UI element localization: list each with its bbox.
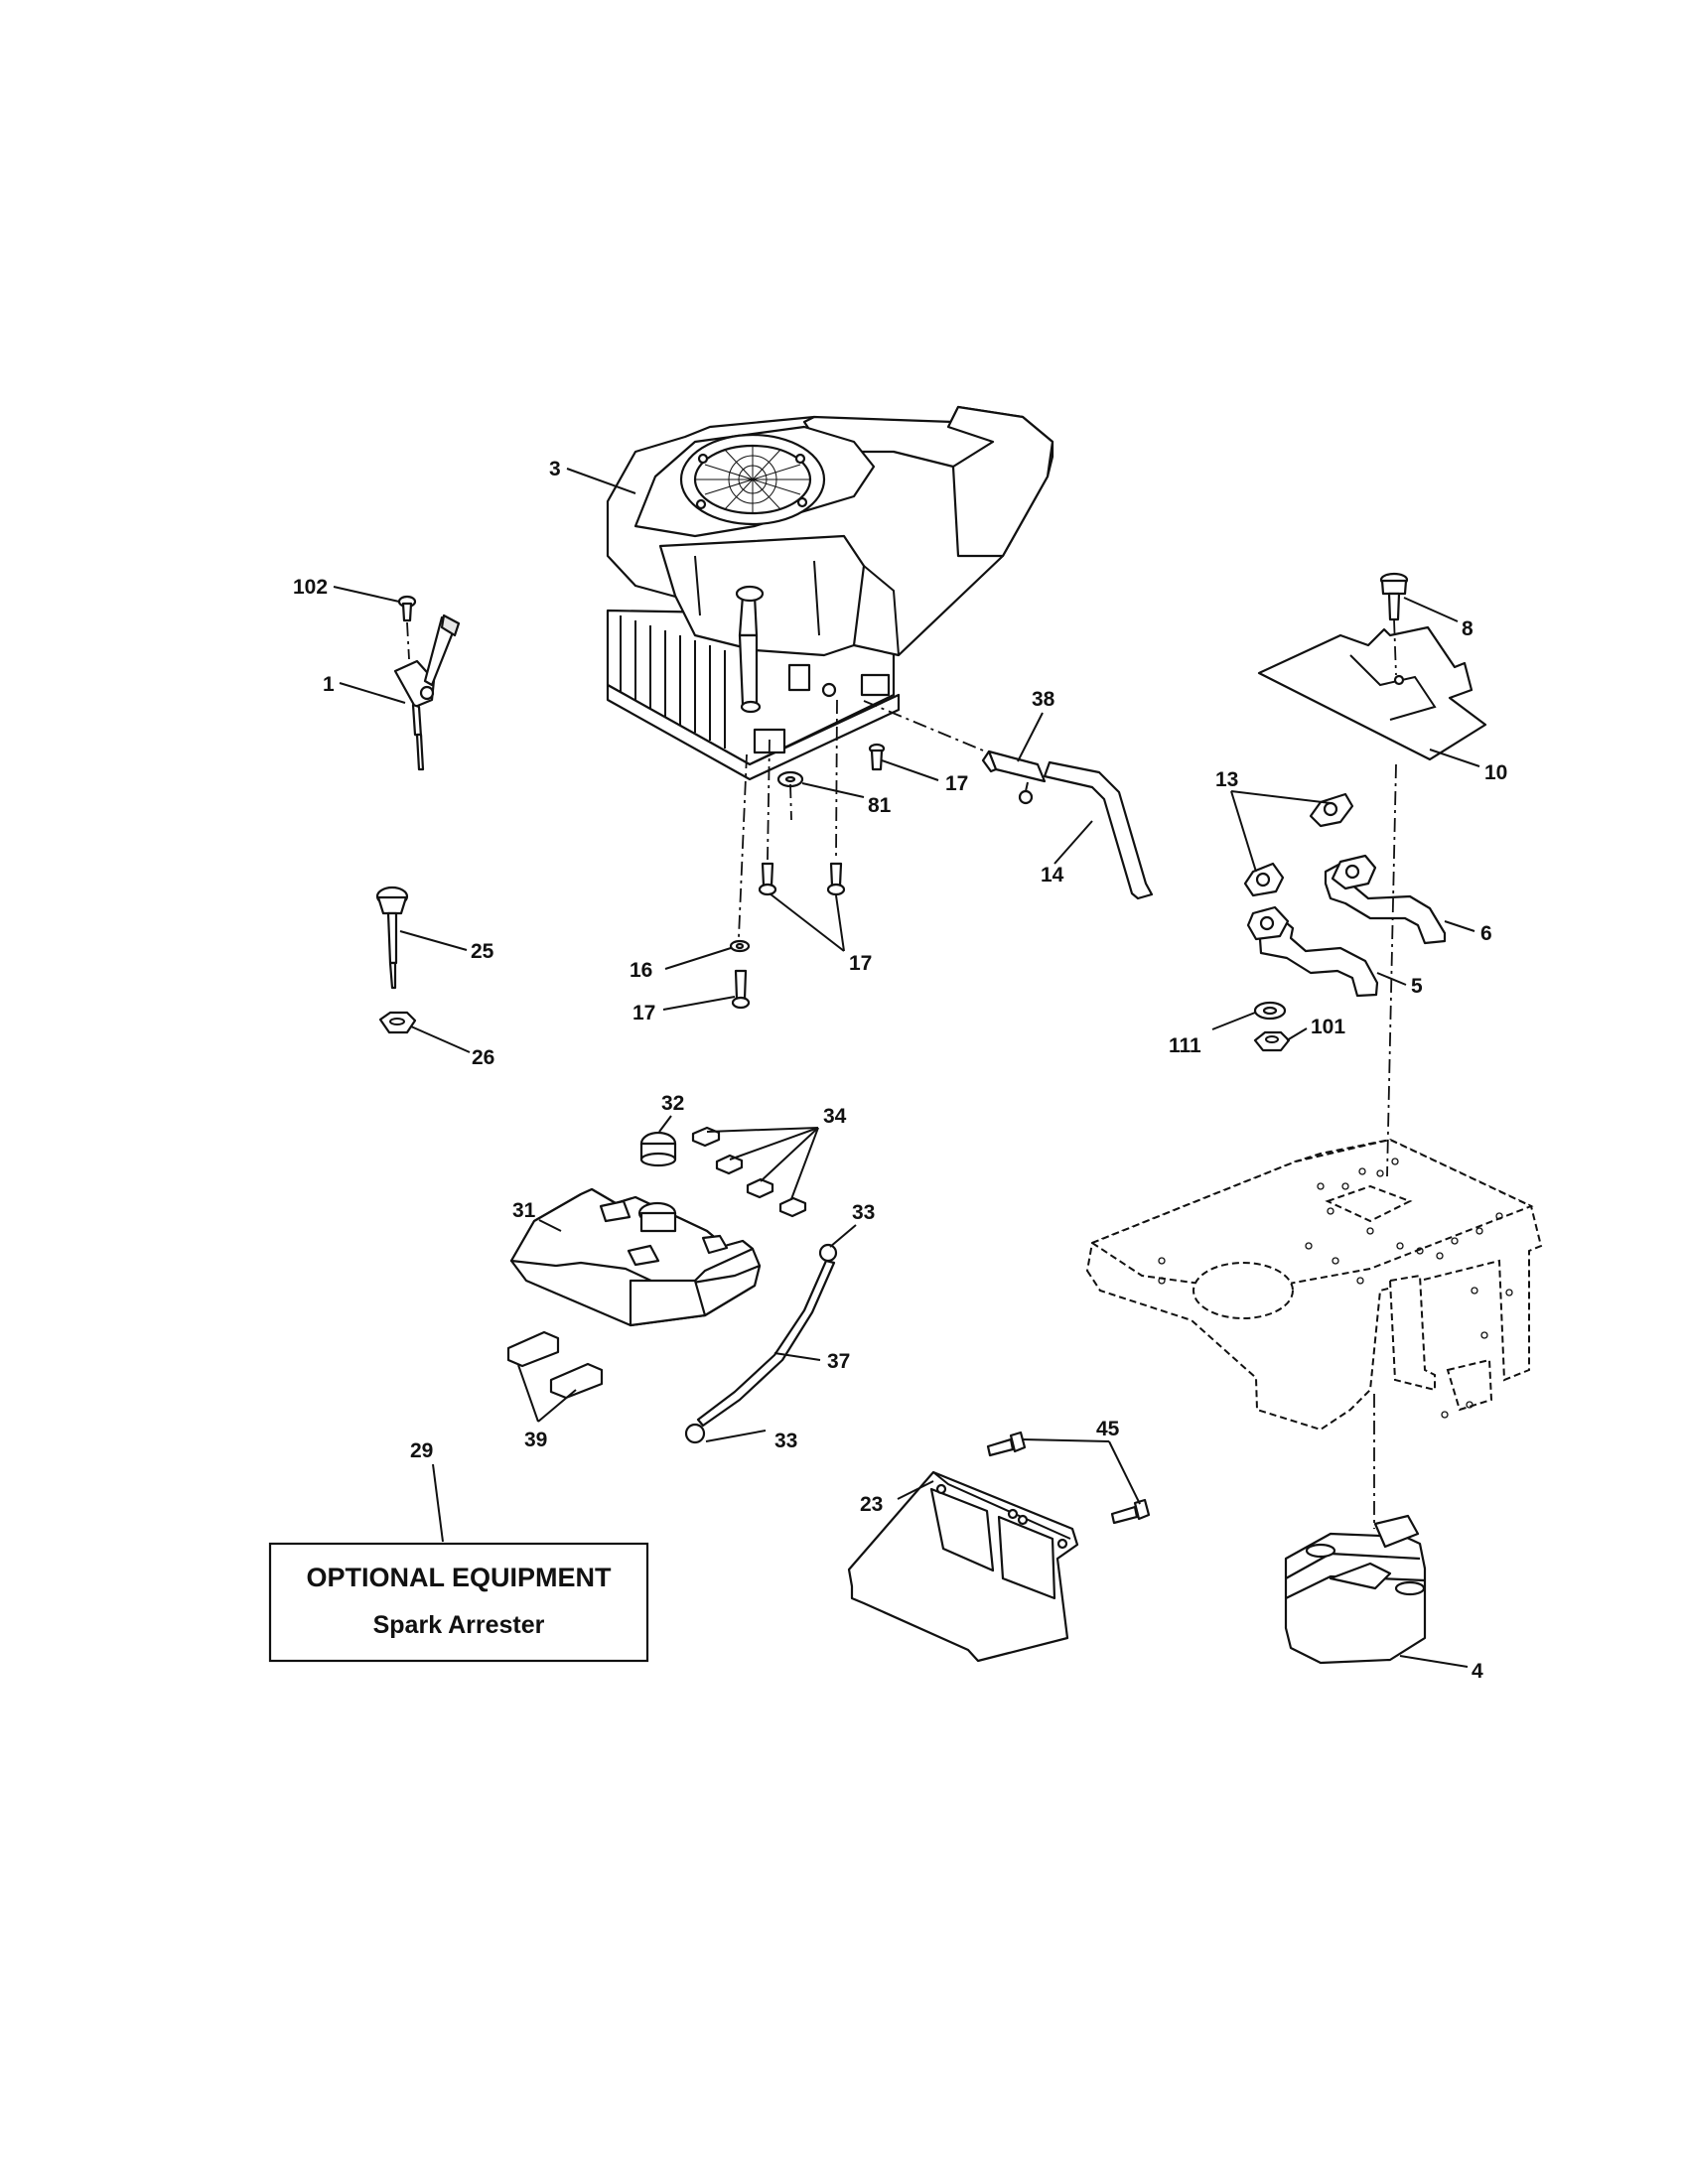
bolt-part [758,862,777,896]
weight-block-part [506,1330,560,1368]
callout-33-top: 33 [852,1201,875,1224]
fuel-hose-part [1043,760,1154,900]
callout-37: 37 [827,1350,850,1373]
callout-16: 16 [630,959,652,982]
muffler-part [1284,1514,1427,1665]
leader-lines [333,468,1480,1668]
callout-26: 26 [472,1046,494,1069]
throttle-control-part [393,614,461,771]
bolt-part [826,862,846,896]
muffler-bracket-part [847,1470,1079,1663]
rubber-block-part [691,1126,721,1148]
tube-part [696,1259,836,1428]
bolt-part [1110,1498,1151,1525]
callout-23: 23 [860,1493,883,1516]
callout-17-top: 17 [945,772,968,795]
cap-part [639,1131,677,1167]
callout-5: 5 [1411,975,1423,998]
nut-part [378,1011,417,1034]
callout-29: 29 [410,1439,433,1462]
gasket-part [1243,862,1285,897]
exhaust-pipe-part [1246,905,1379,998]
callout-labels: 3 102 1 8 10 38 17 81 13 14 6 17 16 17 5… [293,458,1507,1683]
callout-32: 32 [661,1092,684,1115]
clamp-part [818,1243,838,1263]
bolt-part [731,969,751,1010]
callout-17-mid: 17 [849,952,872,975]
engine-part [606,405,1054,781]
frame-part [1085,1138,1543,1432]
callout-8: 8 [1462,617,1474,640]
gasket-part [1309,792,1354,828]
bolt-part [868,743,886,771]
callout-25: 25 [471,940,494,963]
optional-equipment-subtitle: Spark Arrester [373,1611,545,1639]
exhaust-pipe-part [1324,854,1447,945]
callout-81: 81 [868,794,892,817]
washer-part [729,939,751,953]
weight-block-part [549,1362,604,1400]
callout-38: 38 [1032,688,1055,711]
choke-knob-part [375,886,409,990]
rubber-block-part [778,1196,807,1218]
rubber-block-part [715,1154,744,1175]
weight-bracket-part [509,1187,762,1327]
callout-111: 111 [1169,1034,1201,1057]
callout-101: 101 [1311,1016,1345,1038]
nut-part [776,770,804,788]
heat-shield-part [1257,625,1487,761]
bolt-part [1379,572,1409,676]
bolt-part [986,1431,1027,1457]
callout-33-bottom: 33 [774,1430,797,1452]
optional-equipment-title: OPTIONAL EQUIPMENT [306,1563,612,1592]
callout-45: 45 [1096,1418,1120,1440]
callout-3: 3 [549,458,561,480]
rubber-block-part [746,1177,774,1199]
nut-part [1253,1030,1291,1052]
callout-1: 1 [323,673,335,696]
washer-part [1253,1001,1287,1021]
callout-10: 10 [1484,761,1507,784]
callout-14: 14 [1041,864,1064,887]
callout-6: 6 [1480,922,1492,945]
callout-4: 4 [1472,1660,1483,1683]
callout-31: 31 [512,1199,536,1222]
screw-part [397,595,417,660]
fuel-valve-part [981,750,1047,805]
callout-34: 34 [823,1105,847,1128]
callout-102: 102 [293,576,328,599]
optional-equipment-box: OPTIONAL EQUIPMENT Spark Arrester [268,1542,649,1663]
callout-17-bottom: 17 [632,1002,655,1024]
callout-13: 13 [1215,768,1238,791]
clamp-part [684,1423,706,1444]
callout-39: 39 [524,1429,547,1451]
